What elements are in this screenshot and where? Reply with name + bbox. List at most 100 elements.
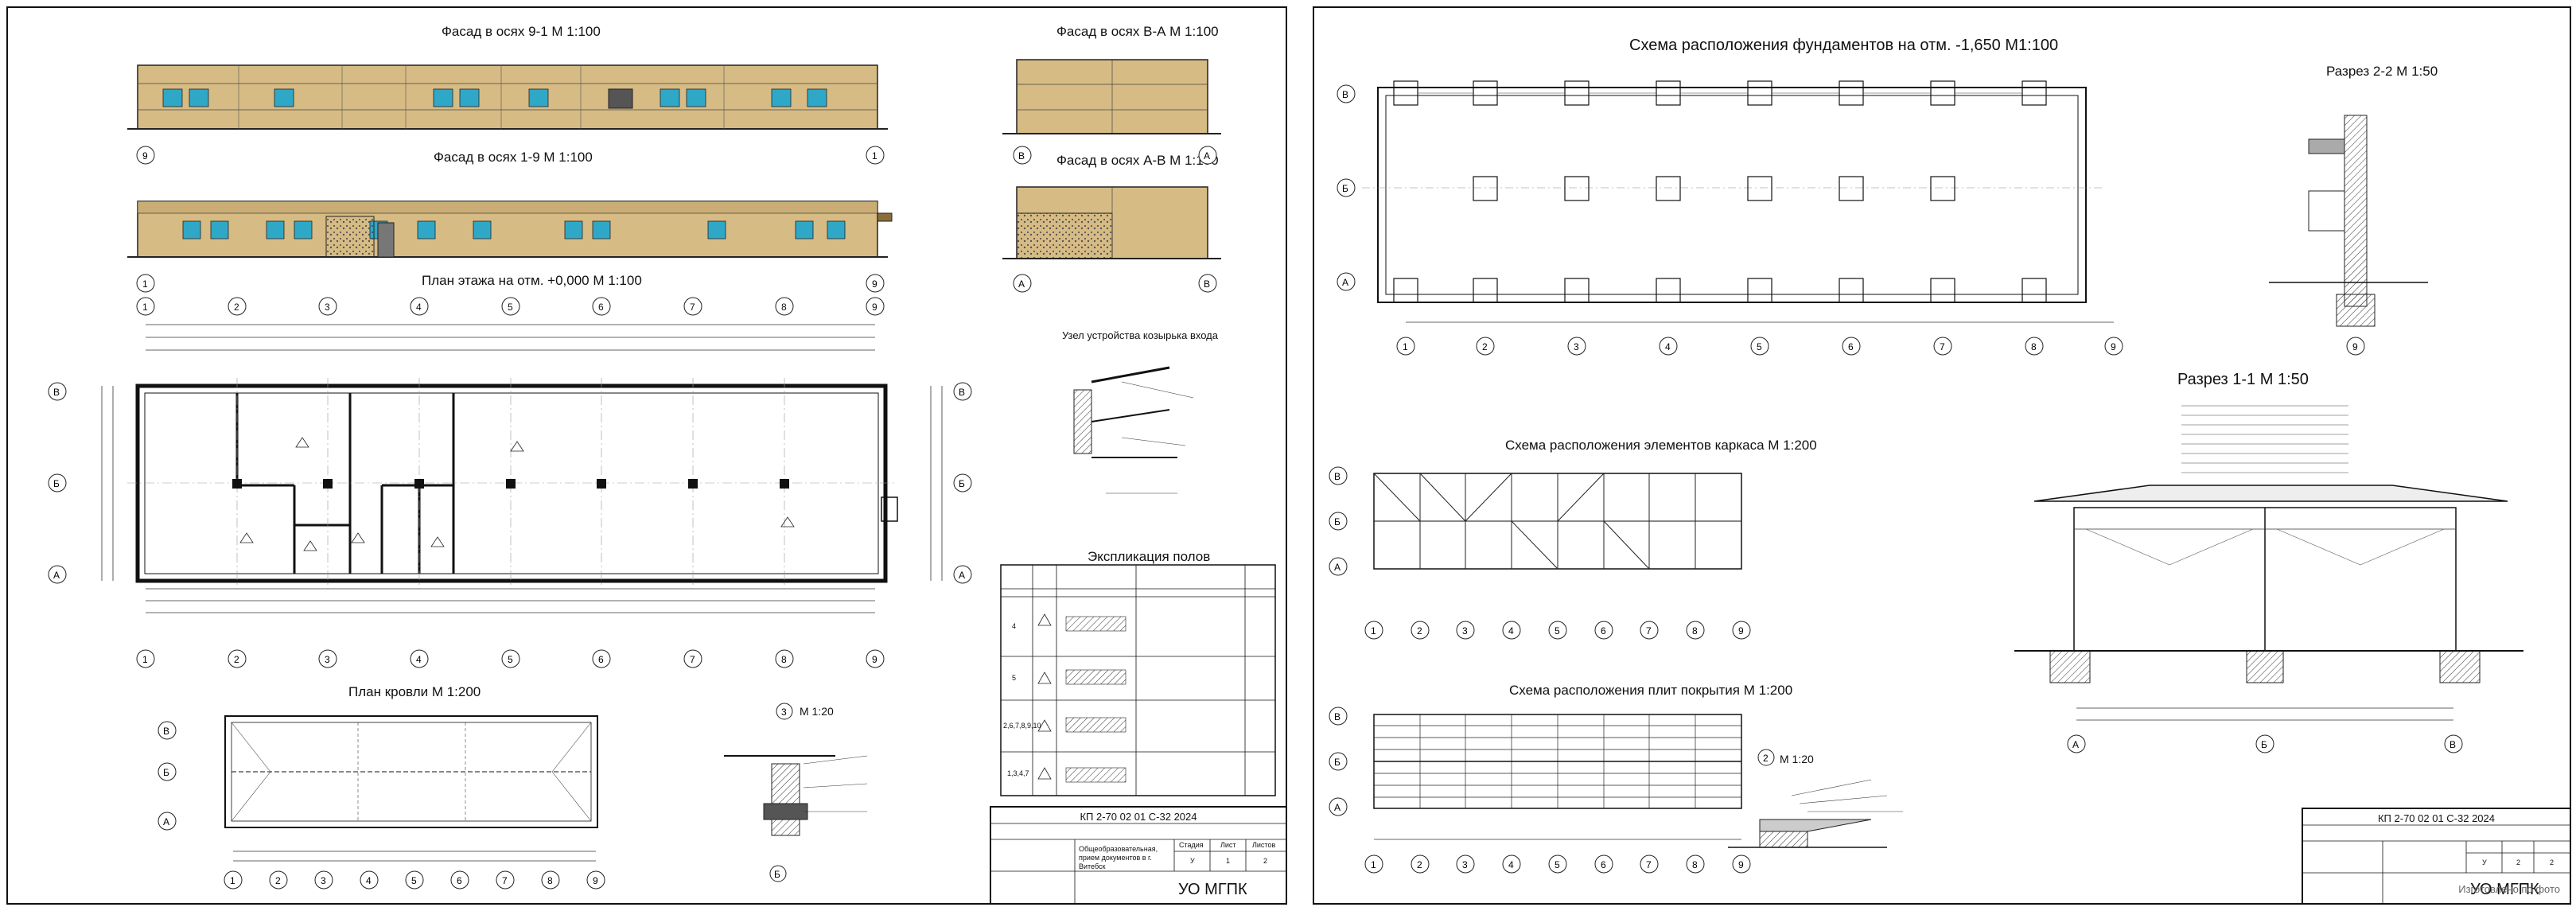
- svg-text:7: 7: [690, 654, 695, 665]
- svg-text:8: 8: [1692, 859, 1698, 870]
- svg-text:9: 9: [872, 302, 877, 313]
- svg-text:Б: Б: [163, 767, 169, 778]
- drawing-code: КП 2-70 02 01 С-32 2024: [1080, 811, 1197, 823]
- svg-text:7: 7: [690, 302, 695, 313]
- svg-text:6: 6: [1601, 859, 1606, 870]
- floor-plan-title: План этажа на отм. +0,000 М 1:100: [422, 273, 642, 288]
- stage-label: Стадия: [1179, 841, 1204, 849]
- svg-text:7: 7: [1646, 625, 1652, 637]
- floor-plan-dimensions: [101, 324, 943, 613]
- svg-text:4: 4: [416, 302, 422, 313]
- svg-text:3: 3: [1462, 859, 1468, 870]
- svg-text:5: 5: [411, 875, 417, 886]
- svg-text:В: В: [1018, 150, 1025, 162]
- svg-text:А: А: [1334, 562, 1341, 573]
- svg-text:1: 1: [142, 278, 148, 290]
- svg-text:5: 5: [508, 654, 513, 665]
- svg-text:8: 8: [547, 875, 553, 886]
- svg-text:Б: Б: [1342, 183, 1348, 194]
- svg-text:В: В: [53, 387, 60, 398]
- section11-title: Разрез 1-1 М 1:50: [2177, 371, 2309, 388]
- section22-title: Разрез 2-2 М 1:50: [2326, 64, 2438, 79]
- floor-explication-table: [1000, 564, 1276, 796]
- svg-text:3: 3: [1574, 341, 1579, 352]
- section-2-2: 9: [2269, 115, 2428, 356]
- drawing-sheet-2: Схема расположения фундаментов на отм. -…: [1313, 6, 2571, 905]
- title-block-sheet1: КП 2-70 02 01 С-32 2024 Общеобразователь…: [990, 806, 1286, 903]
- svg-text:5: 5: [1012, 674, 1016, 682]
- svg-text:1: 1: [1371, 859, 1376, 870]
- svg-text:3: 3: [781, 707, 787, 718]
- svg-text:7: 7: [1646, 859, 1652, 870]
- svg-text:В: В: [1342, 89, 1348, 100]
- svg-text:6: 6: [598, 302, 604, 313]
- svg-text:9: 9: [872, 654, 877, 665]
- facade-1-9: 1 9: [127, 200, 893, 293]
- svg-text:2: 2: [1417, 625, 1422, 637]
- stage-value: У: [1190, 857, 1195, 865]
- svg-text:7: 7: [1940, 341, 1945, 352]
- svg-text:В: В: [1204, 278, 1210, 290]
- svg-text:1: 1: [142, 302, 148, 313]
- svg-text:3: 3: [325, 302, 330, 313]
- svg-text:6: 6: [598, 654, 604, 665]
- svg-text:8: 8: [2031, 341, 2037, 352]
- svg-text:Б: Б: [1334, 757, 1341, 768]
- svg-text:9: 9: [142, 150, 148, 162]
- svg-text:2,6,7,8,9,10: 2,6,7,8,9,10: [1003, 722, 1041, 730]
- svg-text:2: 2: [234, 654, 239, 665]
- sheet-label: Лист: [1220, 841, 1236, 849]
- svg-text:5: 5: [1757, 341, 1762, 352]
- svg-text:3: 3: [1462, 625, 1468, 637]
- svg-text:А: А: [2072, 739, 2079, 750]
- svg-text:9: 9: [2111, 341, 2116, 352]
- organization-sheet2: УО МГПК: [2470, 881, 2539, 898]
- svg-text:6: 6: [457, 875, 462, 886]
- svg-text:3: 3: [325, 654, 330, 665]
- svg-text:А: А: [1018, 278, 1025, 290]
- svg-text:9: 9: [2352, 341, 2358, 352]
- detail-3: 3 Б: [724, 703, 868, 882]
- svg-text:4: 4: [1012, 622, 1016, 630]
- foundation-title: Схема расположения фундаментов на отм. -…: [1629, 37, 2059, 54]
- sheet1-drawing: 9 1 В А: [48, 59, 1276, 890]
- svg-text:1: 1: [230, 875, 235, 886]
- svg-text:2: 2: [234, 302, 239, 313]
- facade-a-v: А В: [1002, 186, 1221, 293]
- detail3-title: М 1:20: [800, 705, 834, 718]
- facade-v-a-title: Фасад в осях В-А М 1:100: [1056, 24, 1219, 39]
- floor-plan-axes-top: [136, 297, 885, 316]
- svg-text:2: 2: [1763, 753, 1769, 764]
- svg-text:3: 3: [321, 875, 326, 886]
- svg-text:Б: Б: [959, 478, 965, 489]
- sheets-label: Листов: [1252, 841, 1276, 849]
- sheet2-drawing: В Б А 1 2 3 4 5 6 7 8 9 9: [1329, 80, 2523, 874]
- watermark: Изготовлено по фото: [2458, 883, 2560, 895]
- svg-text:В: В: [1334, 711, 1341, 722]
- svg-text:А: А: [163, 816, 169, 827]
- svg-text:А: А: [959, 570, 965, 581]
- facade-1-9-title: Фасад в осях 1-9 М 1:100: [434, 150, 593, 165]
- canopy-node-title: Узел устройства козырька входа: [1062, 329, 1218, 341]
- sheet-number-sheet2: 2: [2516, 858, 2521, 866]
- sheets-total: 2: [1263, 857, 1268, 865]
- title-block-sheet2: КП 2-70 02 01 С-32 2024 У 2 2 УО МГПК: [2302, 808, 2570, 903]
- explication-title: Экспликация полов: [1088, 549, 1211, 564]
- svg-text:8: 8: [1692, 625, 1698, 637]
- detail2-title: М 1:20: [1780, 753, 1814, 765]
- sheet-title: Общеобразовательная, прием документов в …: [1079, 845, 1158, 870]
- floor-types: 4 5 2,6,7,8,9,10 1,3,4,7: [1003, 622, 1041, 777]
- svg-text:2: 2: [1482, 341, 1488, 352]
- svg-text:2: 2: [1417, 859, 1422, 870]
- svg-text:4: 4: [1508, 625, 1514, 637]
- svg-text:8: 8: [781, 302, 787, 313]
- svg-text:5: 5: [508, 302, 513, 313]
- svg-text:В: В: [2450, 739, 2456, 750]
- svg-text:4: 4: [366, 875, 372, 886]
- stage-value-sheet2: У: [2482, 858, 2487, 866]
